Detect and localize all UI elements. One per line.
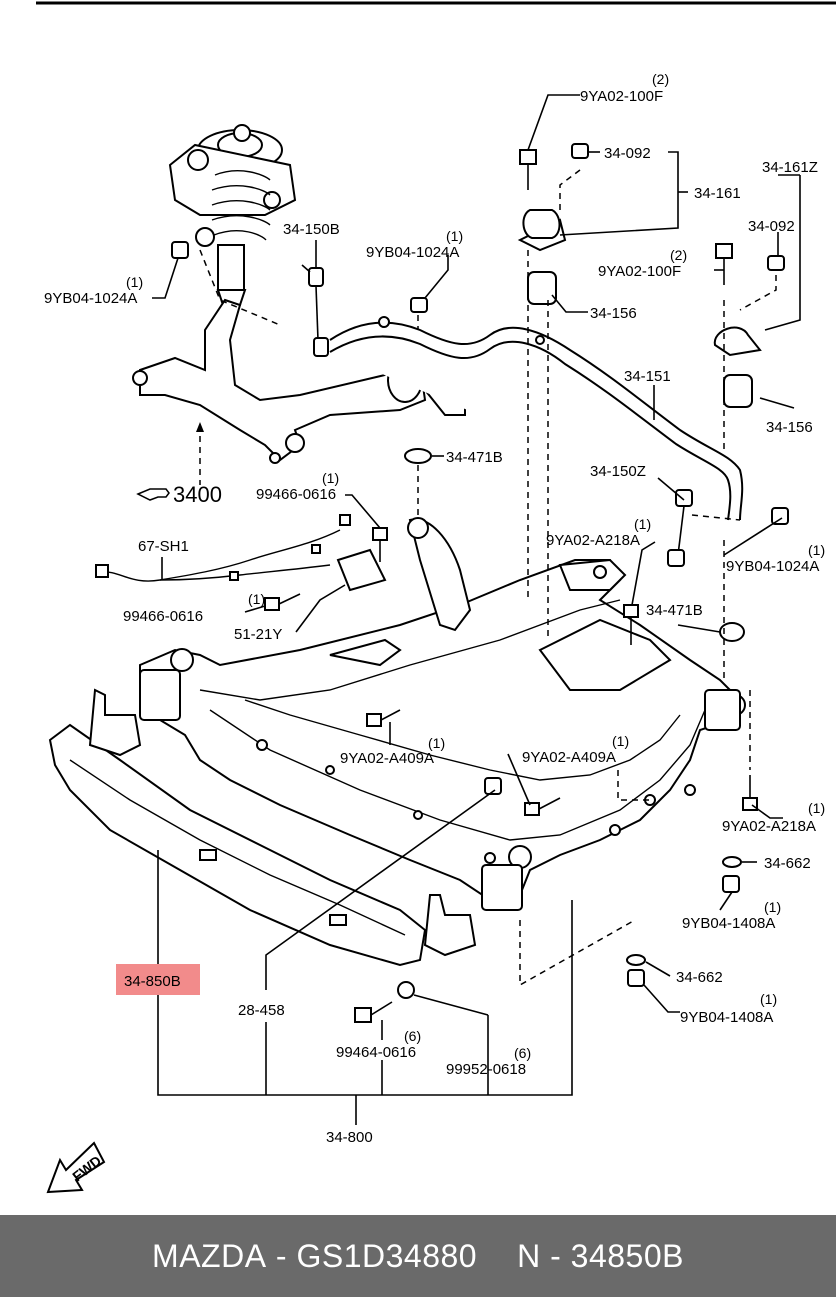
label-34-092-b: 34-092 [748,218,795,235]
front-bumper-reinforcement [48,688,477,967]
qty-9ya02-a409a-a: (1) [428,735,445,751]
label-9ya02-a218a-a: 9YA02-A218A [546,532,640,549]
label-34-800: 34-800 [326,1129,373,1146]
label-9ya02-a409a-b: 9YA02-A409A [522,749,616,766]
bolt-9ya02-a218a-a [623,604,639,645]
caption-bar: MAZDA - GS1D34880 N - 34850B [0,1215,836,1297]
n-label: N [517,1237,541,1274]
bolt-9ya02-a409a-b [524,797,561,816]
label-99464-0616: 99464-0616 [336,1044,416,1061]
label-34-150b: 34-150B [283,221,340,238]
bushing-right [713,326,762,408]
label-34-161z: 34-161Z [762,159,818,176]
bolt-9ya02-a218a-b [742,775,758,811]
label-28-458: 28-458 [238,1002,285,1019]
label-34-092-a: 34-092 [604,145,651,162]
bolt-top-left [519,149,537,190]
nut-9yb04-1024a-left [171,241,189,259]
mount-34-471b-a [404,448,432,464]
bolt-99466-0616-b [264,593,301,611]
nut-34-092-b [767,255,785,271]
fwd-arrow-icon: FWD [46,1141,106,1194]
bolt-top-right [715,243,733,285]
label-9yb04-1024a-right: 9YB04-1024A [726,558,819,575]
qty-9ya02-100f-right: (2) [670,247,687,263]
reference-code: 34850B [570,1237,684,1274]
label-34-161: 34-161 [694,185,741,202]
bolt-9ya02-a409a-a [366,709,401,727]
qty-99464-0616: (6) [404,1028,421,1044]
label-34-662-b: 34-662 [676,969,723,986]
label-9ya02-a218a-b: 9YA02-A218A [722,818,816,835]
part-number: GS1D34880 [296,1237,478,1274]
bolt-99466-0616-a [372,527,388,562]
bushing-left [517,209,567,305]
pointing-hand-icon [136,488,170,501]
bolt-99464-0616 [354,1001,393,1023]
label-34-662-a: 34-662 [764,855,811,872]
qty-9ya02-100f-top: (2) [652,71,669,87]
label-67-sh1: 67-SH1 [138,538,189,555]
qty-99466-0616-b: (1) [248,591,265,607]
highlight-box [116,964,200,995]
label-34-471b-a: 34-471B [446,449,503,466]
qty-9yb04-1024a-left: (1) [126,274,143,290]
brand-name: MAZDA [152,1237,267,1274]
washer-34-662-a [722,856,742,868]
stabilizer-link-left [301,264,329,357]
label-34-156-b: 34-156 [766,419,813,436]
label-9yb04-1024a-left: 9YB04-1024A [44,290,137,307]
label-99952-0618: 99952-0618 [446,1061,526,1078]
label-9ya02-100f-right: 9YA02-100F [598,263,681,280]
qty-9yb04-1408a-b: (1) [760,991,777,1007]
stabilizer-link-right [667,489,693,567]
washer-99952-0618 [397,981,415,999]
label-9yb04-1408a-b: 9YB04-1408A [680,1009,773,1026]
nut-28-458 [484,777,502,795]
nut-9yb04-1408a-a [722,875,740,893]
label-99466-0616-a: 99466-0616 [256,486,336,503]
qty-99466-0616-a: (1) [322,470,339,486]
label-51-21y: 51-21Y [234,626,282,643]
dashed-locators [199,169,777,987]
label-34-850b: 34-850B [124,973,181,990]
strut-assembly [168,124,297,306]
label-34-471b-b: 34-471B [646,602,703,619]
subframe [139,517,746,911]
separator-dash-2: - [550,1237,562,1274]
label-34-156-a: 34-156 [590,305,637,322]
qty-99952-0618: (6) [514,1045,531,1061]
label-9ya02-a409a-a: 9YA02-A409A [340,750,434,767]
nut-34-092-a [571,143,589,159]
wiring-harness [95,514,387,592]
qty-9yb04-1024a-mid: (1) [446,228,463,244]
stabilizer-bar [329,316,744,521]
arrow-up-icon [196,422,204,432]
nut-9yb04-1024a-right [771,507,789,525]
label-3400: 3400 [173,482,222,507]
label-9ya02-100f-top: 9YA02-100F [580,88,663,105]
washer-34-662-b [626,954,646,966]
part-labels: (2) 9YA02-100F 34-092 34-161 34-161Z 34-… [44,71,825,1146]
qty-9ya02-a218a-b: (1) [808,800,825,816]
leader-lines [152,94,801,1125]
parts-diagram: (2) 9YA02-100F 34-092 34-161 34-161Z 34-… [36,1,836,1194]
qty-9yb04-1024a-right: (1) [808,542,825,558]
label-34-150z: 34-150Z [590,463,646,480]
label-34-151: 34-151 [624,368,671,385]
qty-9ya02-a218a-a: (1) [634,516,651,532]
qty-9ya02-a409a-b: (1) [612,733,629,749]
separator-dash: - [275,1237,288,1274]
label-9yb04-1024a-mid: 9YB04-1024A [366,244,459,261]
qty-9yb04-1408a-a: (1) [764,899,781,915]
label-99466-0616-b: 99466-0616 [123,608,203,625]
nut-9yb04-1408a-b [627,969,645,987]
nut-9yb04-1024a-mid [410,297,428,313]
label-9yb04-1408a-a: 9YB04-1408A [682,915,775,932]
